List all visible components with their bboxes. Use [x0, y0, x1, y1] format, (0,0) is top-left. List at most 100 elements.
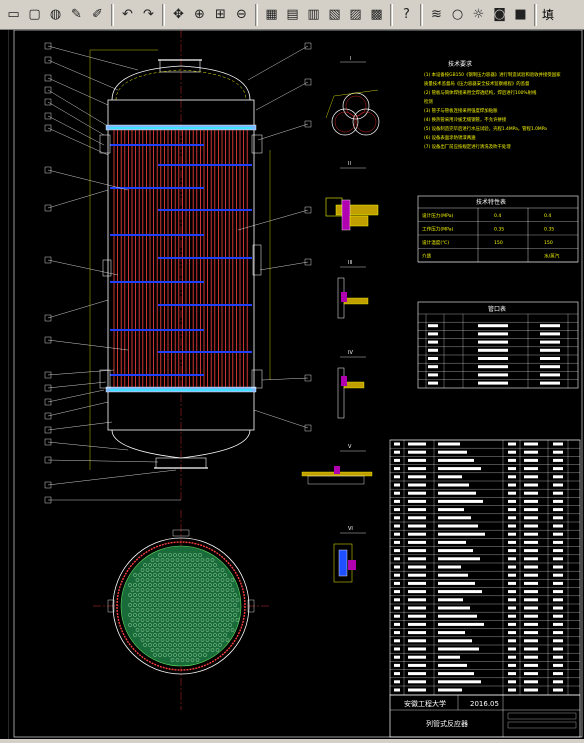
tube-hole	[180, 578, 185, 582]
tube-hole	[170, 648, 175, 652]
bom-material	[524, 688, 538, 692]
tube-hole	[165, 638, 170, 642]
nozzle-cell-mark	[478, 324, 508, 328]
tube-hole	[215, 618, 220, 622]
tube-hole	[178, 633, 182, 637]
bom-part-name	[438, 516, 471, 520]
tube-hole	[218, 633, 222, 637]
bom-qty	[508, 614, 516, 618]
tube-hole	[223, 593, 227, 597]
sun-icon[interactable]: ☼	[472, 7, 485, 22]
tube-hole	[220, 588, 225, 592]
tube-hole	[180, 568, 185, 572]
tube-hole	[160, 618, 165, 622]
tube-hole	[165, 578, 170, 582]
leader-line	[47, 169, 129, 191]
note-line: (1) 本设备按GB150《钢制压力容器》进行制造试验和验收并接受国家	[424, 71, 561, 78]
bom-drawing-no	[408, 663, 426, 667]
tube-hole	[220, 578, 225, 582]
tube-hole	[208, 613, 212, 617]
layer-combo-text[interactable]: 填	[542, 8, 555, 22]
tube-hole	[195, 568, 200, 572]
tube-hole	[133, 613, 137, 617]
nozzle-cell-mark	[478, 348, 508, 352]
parts-list-table	[389, 439, 581, 696]
part-number-balloon	[44, 481, 52, 489]
tube-hole	[228, 603, 232, 607]
pencil-icon[interactable]: ✎	[71, 7, 82, 22]
tube-hole	[220, 618, 225, 622]
cad-drawing-canvas[interactable]: I II III IV V VI	[8, 30, 584, 739]
tube-hole	[140, 598, 145, 602]
tube-hole	[205, 558, 210, 562]
nozzle-cell-mark	[478, 340, 508, 344]
bom-item-no	[394, 467, 400, 471]
layer-icon[interactable]: ≋	[431, 7, 442, 22]
design-center-icon[interactable]: ▤	[286, 7, 299, 22]
bom-qty	[508, 663, 516, 667]
tube-hole	[213, 633, 217, 637]
tube-hole	[170, 608, 175, 612]
markup-icon[interactable]: ▨	[349, 7, 362, 22]
bom-qty	[508, 598, 516, 602]
part-number-balloon	[44, 336, 52, 344]
bom-part-name	[438, 491, 476, 495]
tube-hole	[205, 588, 210, 592]
tube-hole	[183, 613, 187, 617]
vessel-elevation	[44, 30, 312, 504]
bom-item-no	[394, 598, 400, 602]
help-icon[interactable]: ?	[403, 7, 410, 22]
tube-hole	[218, 623, 222, 627]
bom-weight	[553, 508, 563, 512]
tube-hole	[215, 568, 220, 572]
tube-hole	[200, 638, 205, 642]
brush-icon[interactable]: ✐	[92, 7, 103, 22]
tube-hole	[163, 553, 167, 557]
layer-color-icon[interactable]: ■	[514, 7, 527, 22]
tube-hole	[185, 578, 190, 582]
school-name: 安徽工程大学	[404, 699, 446, 708]
tube-hole	[133, 583, 137, 587]
part-number-balloon	[304, 374, 312, 382]
tube-hole	[200, 558, 205, 562]
open-icon[interactable]: ▢	[28, 7, 41, 22]
tube-hole	[175, 558, 180, 562]
part-number-balloon	[304, 206, 312, 214]
zoom-previous-icon[interactable]: ⊖	[236, 7, 247, 22]
bom-qty	[508, 573, 516, 577]
new-icon[interactable]: ▭	[7, 7, 20, 22]
sheet-set-icon[interactable]: ▧	[328, 7, 341, 22]
notes-title: 技术要求	[448, 60, 472, 68]
toolbar-separator	[255, 3, 258, 26]
bom-qty	[508, 680, 516, 684]
tube-hole	[145, 618, 150, 622]
tube-hole	[213, 563, 217, 567]
tube-hole	[168, 593, 172, 597]
tube-hole	[223, 603, 227, 607]
bom-weight	[553, 647, 563, 651]
tube-hole	[173, 563, 177, 567]
properties-icon[interactable]: ▦	[265, 7, 278, 22]
lock-icon[interactable]: ◙	[493, 7, 506, 22]
redo-icon[interactable]: ↷	[143, 7, 154, 22]
tube-hole	[213, 643, 217, 647]
tube-hole	[188, 583, 192, 587]
bom-drawing-no	[408, 622, 426, 626]
bom-drawing-no	[408, 598, 426, 602]
tube-hole	[175, 568, 180, 572]
bulb-icon[interactable]: ○	[451, 7, 464, 22]
tool-palette-icon[interactable]: ▥	[307, 7, 320, 22]
zoom-realtime-icon[interactable]: ⊕	[194, 7, 205, 22]
tube-hole	[150, 558, 155, 562]
tube-hole	[195, 628, 200, 632]
tube-hole	[203, 643, 207, 647]
calculator-icon[interactable]: ▩	[370, 7, 383, 22]
undo-icon[interactable]: ↶	[122, 7, 133, 22]
bom-qty	[508, 565, 516, 569]
leader-line	[257, 123, 309, 141]
zoom-window-icon[interactable]: ⊞	[215, 7, 226, 22]
save-icon[interactable]: ◍	[49, 7, 62, 22]
tube-hole	[223, 583, 227, 587]
pan-icon[interactable]: ✥	[173, 7, 184, 22]
nozzle-cell-mark	[478, 365, 508, 369]
